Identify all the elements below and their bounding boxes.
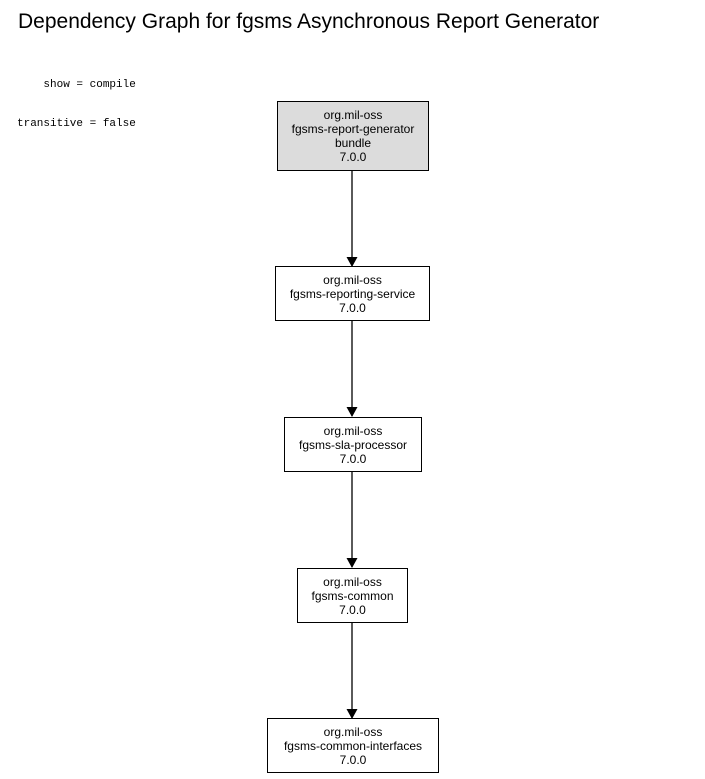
node-version: 7.0.0 <box>339 150 367 164</box>
node-artifact: fgsms-common-interfaces <box>283 738 423 753</box>
node-version: 7.0.0 <box>339 300 366 315</box>
node-fgsms-report-generator: org.mil-oss fgsms-report-generator bundl… <box>277 101 429 171</box>
node-group: org.mil-oss <box>323 108 383 122</box>
node-fgsms-common: org.mil-oss fgsms-common 7.0.0 <box>297 568 408 623</box>
node-group: org.mil-oss <box>323 724 383 739</box>
node-group: org.mil-oss <box>323 423 383 438</box>
node-artifact: fgsms-report-generator <box>291 122 415 136</box>
node-artifact: fgsms-reporting-service <box>289 286 416 301</box>
node-version: 7.0.0 <box>339 451 367 466</box>
node-fgsms-common-interfaces: org.mil-oss fgsms-common-interfaces 7.0.… <box>267 718 439 773</box>
node-version: 7.0.0 <box>339 752 367 767</box>
show-parameter: show = compile <box>43 79 136 91</box>
node-fgsms-sla-processor: org.mil-oss fgsms-sla-processor 7.0.0 <box>284 417 422 472</box>
node-fgsms-reporting-service: org.mil-oss fgsms-reporting-service 7.0.… <box>275 266 430 321</box>
page-title: Dependency Graph for fgsms Asynchronous … <box>18 10 600 33</box>
graph-parameters: show = compile transitive = false <box>17 53 136 144</box>
node-packaging: bundle <box>334 136 372 150</box>
node-group: org.mil-oss <box>323 272 382 287</box>
node-group: org.mil-oss <box>323 574 382 589</box>
node-version: 7.0.0 <box>339 602 366 617</box>
node-artifact: fgsms-sla-processor <box>298 437 408 452</box>
node-artifact: fgsms-common <box>311 588 394 603</box>
transitive-parameter: transitive = false <box>17 118 136 130</box>
